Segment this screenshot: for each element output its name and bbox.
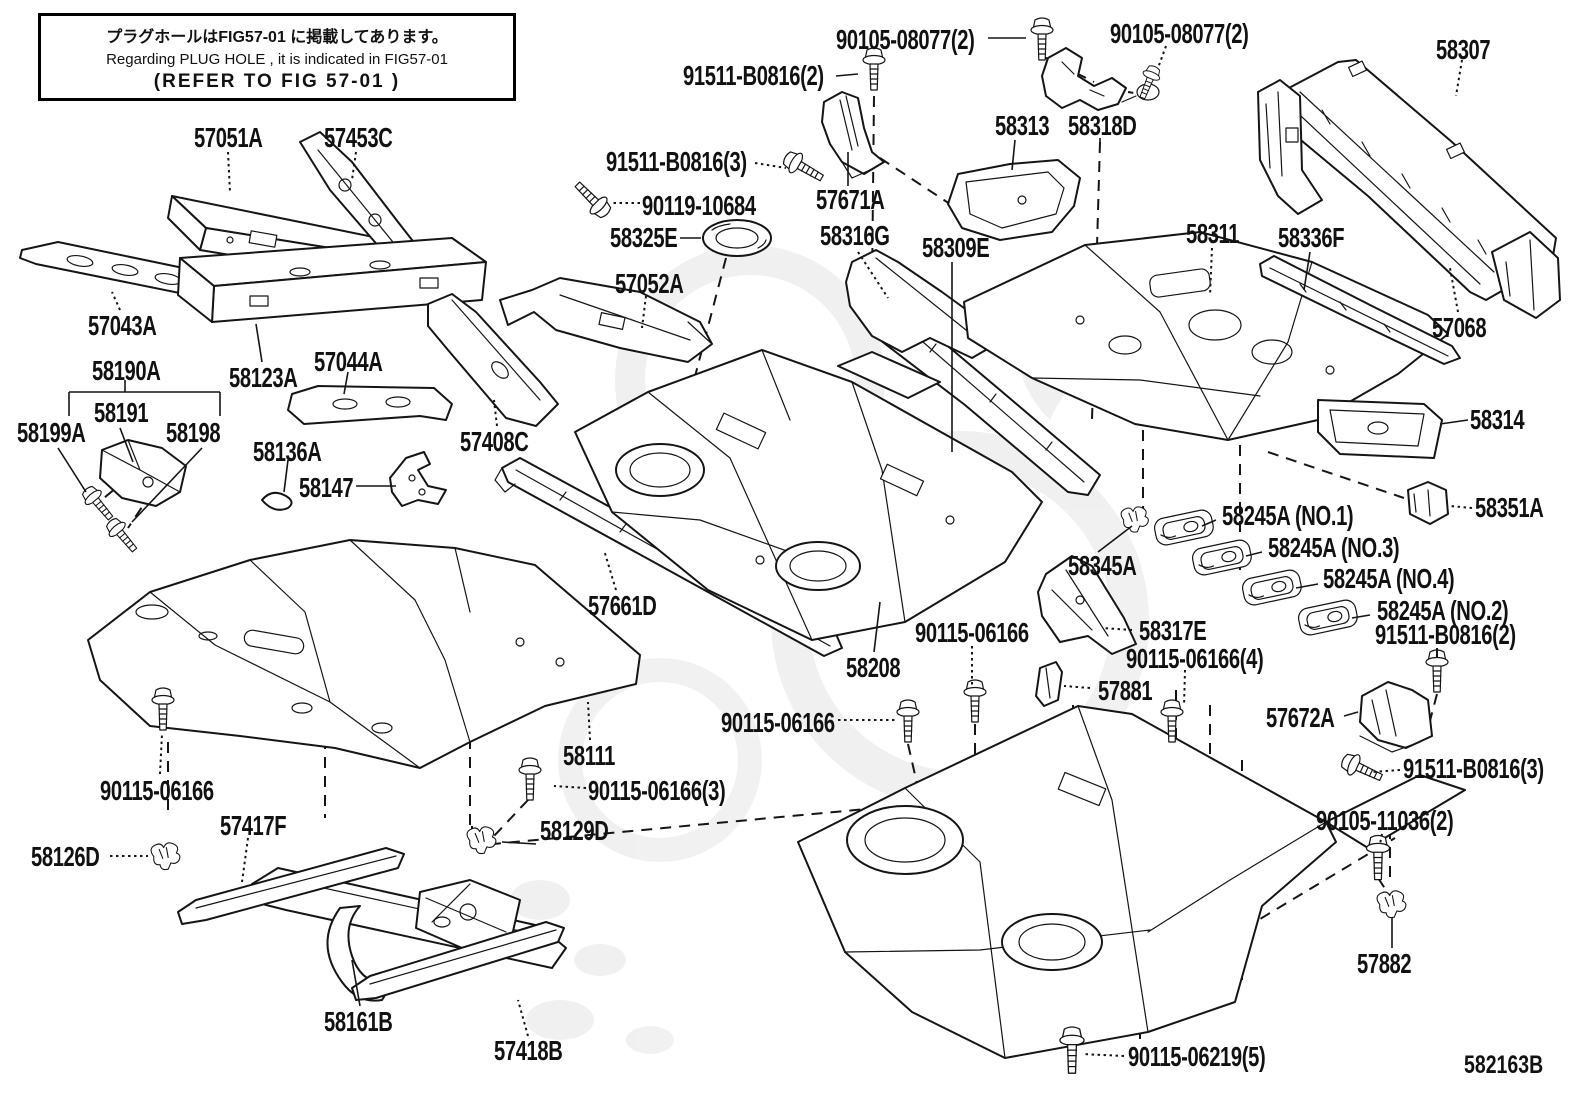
part-label: 58325E [610,222,678,253]
part-label: 57051A [194,122,263,153]
part-label: 58245A (NO.4) [1323,563,1455,594]
part-58325e [702,219,772,257]
part-label: 90115-06166 [100,775,214,806]
part-label: 90119-10684 [642,190,756,221]
part-label: 58336F [1278,222,1345,253]
part-58136a [261,491,293,511]
leader-lines [57,37,1473,1057]
part-label: 58198 [166,417,221,448]
part-label: 58245A (NO.1) [1222,500,1354,531]
part-57417f [177,847,405,925]
part-label: 58314 [1470,404,1525,435]
part-label: 58191 [94,397,149,428]
part-label: 58345A [1068,550,1137,581]
note-japanese-line: プラグホールはFIG57-01 に掲載してあります。 [106,29,448,46]
part-58351a [1407,481,1449,525]
part-label: 58311 [1186,218,1240,249]
part-58318d [1041,47,1160,111]
part-58123a [177,237,487,323]
part-label: 58318D [1068,110,1137,141]
part-label: 90105-08077(2) [836,24,975,55]
part-57068 [1491,231,1561,319]
part-label: 57052A [615,268,684,299]
part-label: 58313 [995,110,1050,141]
part-label: 58208 [846,652,901,683]
part-label: 58316G [820,220,890,251]
part-label: 57043A [88,310,157,341]
part-58126d [150,842,181,871]
part-57881 [1035,661,1063,707]
plug-hole-note: プラグホールはFIG57-01 に掲載してあります。 Regarding PLU… [38,13,516,101]
part-label: 91511-B0816(2) [1375,619,1516,650]
part-label: 57661D [588,590,657,621]
part-57671a [821,91,885,179]
part-57882 [1376,890,1407,919]
part-label: 57044A [314,346,383,377]
part-label: 58161B [324,1006,393,1037]
part-label: 90115-06219(5) [1128,1041,1266,1072]
part-label: 58136A [253,436,322,467]
part-58307 [1257,59,1557,301]
part-58336f [1259,255,1461,365]
part-label: 58309E [922,232,990,263]
part-label: 57671A [816,184,885,215]
part-label: 57881 [1098,675,1153,706]
part-label: 58245A (NO.2) [1377,595,1509,626]
part-57052a [499,277,713,363]
part-label: 58126D [31,841,100,872]
diagram-id-label: 582163B [1464,1051,1544,1079]
part-label: 58129D [540,815,609,846]
part-label: 91511-B0816(2) [683,60,824,91]
part-58147 [389,451,447,507]
note-english-line: Regarding PLUG HOLE , it is indicated in… [106,51,448,68]
part-label: 57418B [494,1035,563,1066]
part-58313 [947,159,1081,241]
part-label: 58351A [1475,492,1544,523]
part-57044a [287,385,453,425]
part-label: 91511-B0816(3) [1403,753,1544,784]
part-label: 91511-B0816(3) [606,146,747,177]
part-label: 90115-06166(3) [588,775,726,806]
part-58111 [87,539,641,769]
part-label: 90105-08077(2) [1110,18,1249,49]
part-58190a [99,439,187,507]
part-label: 57408C [460,426,529,457]
part-label: 90115-06166 [915,617,1029,648]
part-label: 58307 [1436,34,1491,65]
part-rear-floor-pan-lower [797,705,1466,1059]
part-label: 57068 [1432,312,1487,343]
part-label: 58111 [563,740,616,771]
part-label: 57453C [324,122,393,153]
part-label: 58317E [1139,615,1207,646]
part-label: 58190A [92,355,161,386]
note-refer-line: (REFER TO FIG 57-01 ) [153,71,401,92]
part-label: 57882 [1357,948,1412,979]
part-58314 [1317,399,1443,459]
part-label: 58147 [299,472,354,503]
part-label: 58123A [229,362,298,393]
part-label: 58245A (NO.3) [1268,532,1400,563]
part-label: 90115-06166(4) [1126,643,1264,674]
part-58208 [574,349,1043,641]
part-label: 90105-11036(2) [1316,805,1454,836]
part-label: 58199A [17,417,86,448]
part-label: 57417F [220,810,287,841]
part-57408c [427,293,559,427]
part-58129d [466,826,497,855]
part-58316g [837,249,997,399]
part-label: 57672A [1266,702,1335,733]
part-57672a [1359,681,1433,753]
part-label: 90115-06166 [721,707,835,738]
